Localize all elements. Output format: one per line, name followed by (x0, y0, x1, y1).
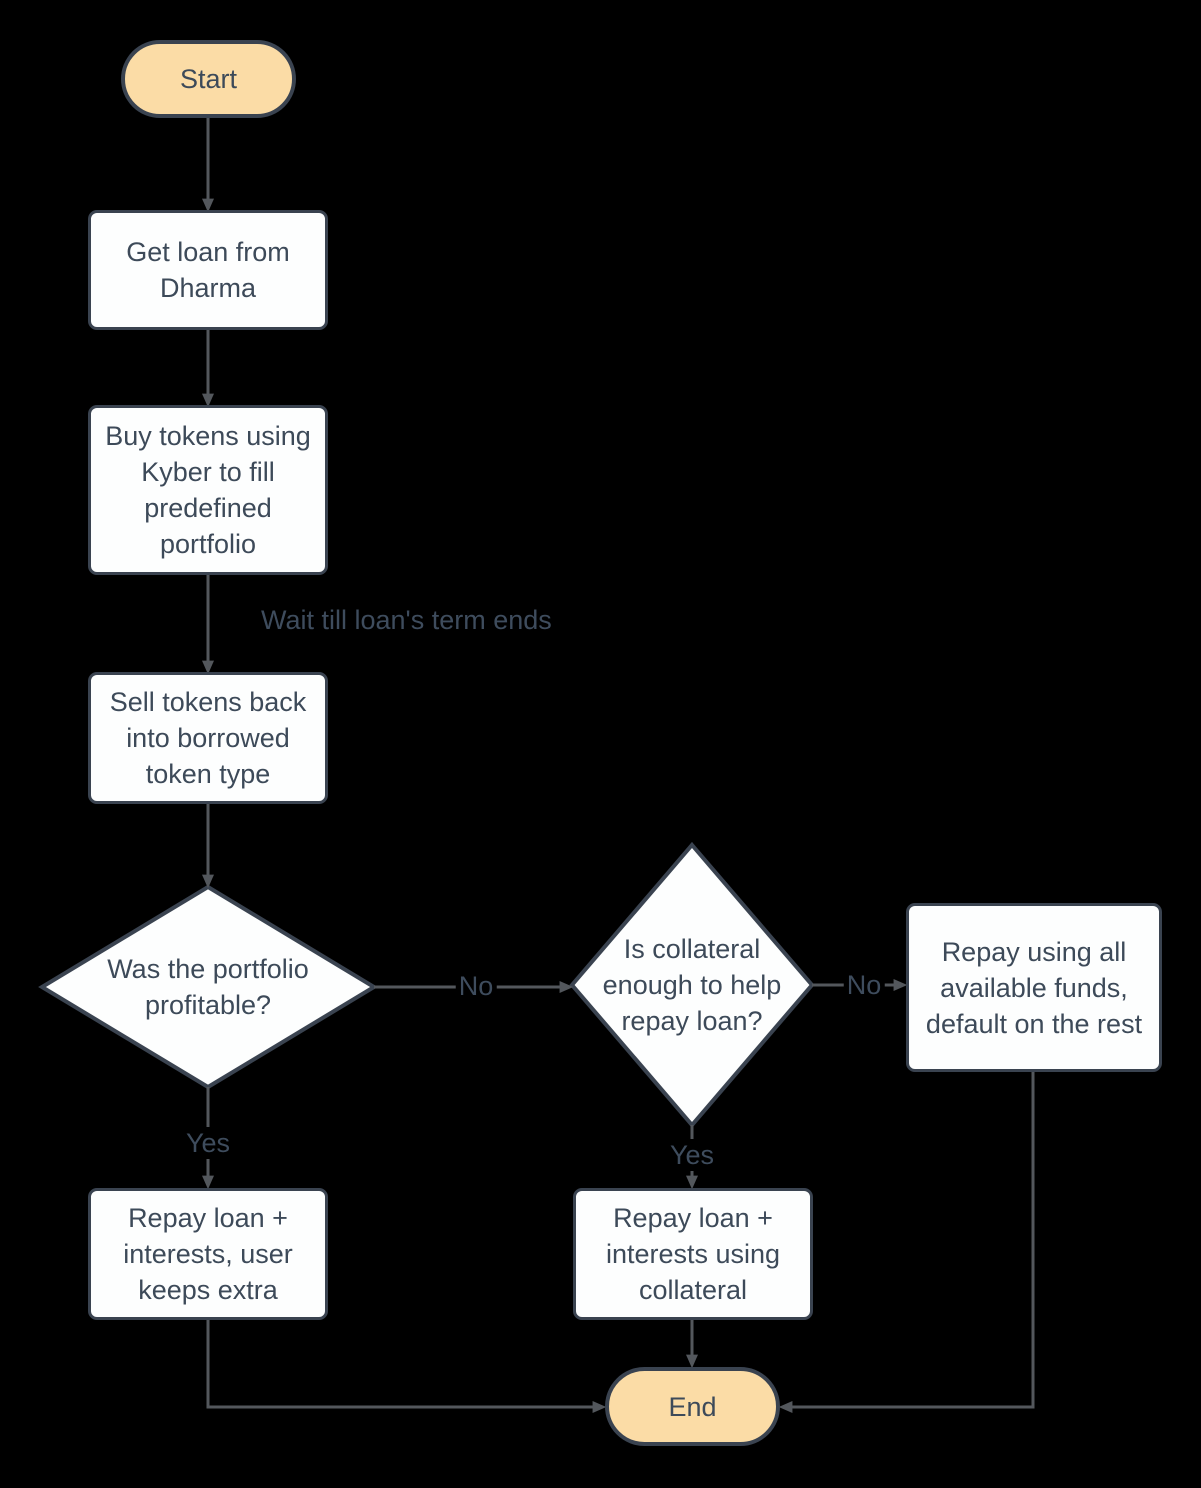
start-node: Start (121, 40, 296, 118)
process-repay-with-collateral: Repay loan + interests using collateral (573, 1188, 813, 1320)
edge-label-collateral-yes: Yes (666, 1139, 718, 1171)
decision-collateral-enough-label: Is collateral enough to help repay loan? (602, 934, 782, 1036)
edge-label-collateral-no: No (843, 969, 885, 1001)
process-repay-keep-extra: Repay loan + interests, user keeps extra (88, 1188, 328, 1320)
end-node: End (605, 1367, 780, 1446)
process-get-loan: Get loan from Dharma (88, 210, 328, 330)
process-buy-tokens: Buy tokens using Kyber to fill predefine… (88, 405, 328, 575)
process-sell-tokens: Sell tokens back into borrowed token typ… (88, 672, 328, 804)
edge-label-profitable-no: No (455, 970, 497, 1002)
edge-repay-all-funds-to-end (778, 1072, 1035, 1413)
decision-portfolio-profitable-label: Was the portfolio profitable? (107, 954, 309, 1020)
process-repay-all-funds: Repay using all available funds, default… (906, 903, 1162, 1072)
edge-label-profitable-yes: Yes (182, 1127, 234, 1159)
edge-label-wait: Wait till loan's term ends (258, 604, 555, 636)
edge-repay-keep-extra-to-end (206, 1320, 607, 1413)
